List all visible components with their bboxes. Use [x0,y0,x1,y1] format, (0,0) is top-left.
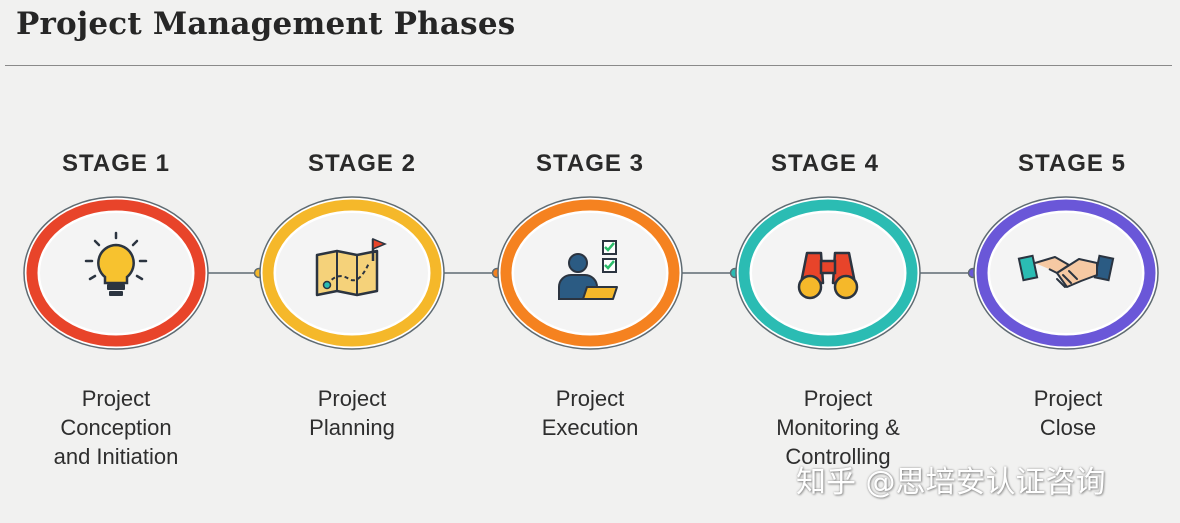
worker-checklist-icon [558,240,618,300]
stage-1-ring [23,196,209,350]
stage-2-label: STAGE 2 [308,150,416,177]
stage-4-name: Project Monitoring & Controlling [776,386,900,469]
stage-1-name: Project Conception and Initiation [53,386,179,469]
stage-3-name: Project Execution [541,386,639,440]
stage-4-ring [735,196,921,350]
map-flag-icon [315,237,387,297]
handshake-icon [1017,254,1115,288]
stage-3-ring [497,196,683,350]
watermark: 知乎 @思培安认证咨询 [796,465,1106,500]
lightbulb-icon [84,231,148,296]
stage-4-label: STAGE 4 [771,150,879,177]
stage-3-color-ring [500,199,680,347]
stage-2-color-ring [262,199,442,347]
title-divider [5,65,1172,66]
stage-3-label: STAGE 3 [536,150,644,177]
page-title: Project Management Phases [16,6,516,42]
stage-1-color-ring [26,199,206,347]
stage-5-name: Project Close [1033,386,1103,440]
binoculars-icon [797,251,859,300]
stage-4-color-ring [738,199,918,347]
stage-2-ring [259,196,445,350]
stage-5-ring [973,196,1159,350]
stage-2-name: Project Planning [309,386,395,440]
stage-5-label: STAGE 5 [1018,150,1126,177]
stage-5-color-ring [976,199,1156,347]
stage-1-label: STAGE 1 [62,150,170,177]
